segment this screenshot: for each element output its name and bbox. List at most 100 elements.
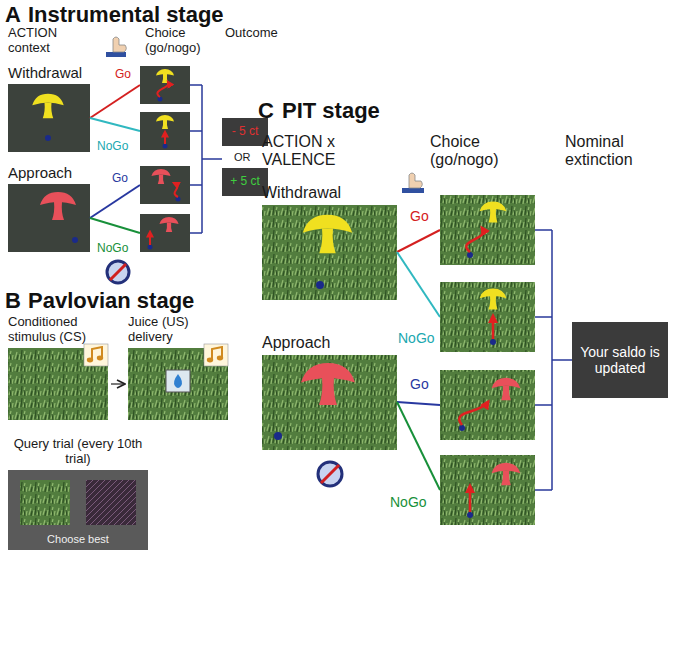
- query-screen: Query trial (every 10th trial)Choose bes…: [8, 470, 148, 550]
- choice-line: [90, 85, 140, 233]
- choice-label: Go: [115, 68, 131, 82]
- choice-label: NoGo: [97, 242, 128, 256]
- choice-label: Go: [112, 172, 128, 186]
- choice-screen-part: [440, 370, 535, 440]
- choice-screen-part: [459, 425, 465, 431]
- context-screen-part: [32, 94, 64, 119]
- choice-screen-part: [159, 217, 178, 232]
- choice-screen: [440, 195, 535, 525]
- context-screen-part: [72, 237, 78, 243]
- pavlovian-screen: [8, 344, 228, 420]
- screen-caption: Choose best: [8, 533, 148, 546]
- pavlovian-screen-part: [204, 344, 228, 366]
- outcome-bracket: [535, 230, 572, 490]
- key-press-icon-part: [409, 173, 422, 188]
- panel-letter: A: [5, 2, 21, 27]
- pavlovian-screen-part: [87, 347, 103, 362]
- choice-screen-part: [467, 252, 473, 258]
- choice-screen-part: [492, 316, 495, 339]
- feedback-box: Your saldo is updated: [572, 322, 668, 398]
- key-press-icon-part: [402, 188, 424, 193]
- context-screen-part: [303, 215, 353, 254]
- context-screen: Withdrawal: [8, 84, 90, 152]
- context-screen-part: [8, 184, 90, 252]
- choice-line-part: [397, 252, 440, 317]
- panel-letter: B: [5, 288, 21, 313]
- choice-screen-part: [440, 195, 535, 265]
- key-press-icon-part: [106, 52, 126, 57]
- choice-screen-part: [459, 402, 488, 425]
- panel-title: Instrumental stage: [28, 2, 224, 27]
- choice-screen-part: [140, 112, 190, 150]
- query-screen-part: [86, 480, 136, 525]
- connector-arrow: [111, 383, 125, 384]
- outcome-bracket: [190, 85, 222, 233]
- screen-heading: Conditioned stimulus (CS): [8, 315, 96, 345]
- key-press-icon-part: [113, 37, 126, 52]
- panel-title: Pavlovian stage: [28, 288, 194, 313]
- pavlovian-screen-part: [128, 348, 228, 420]
- box-text: - 5 ct: [228, 123, 263, 141]
- outcome-bracket-part: [190, 85, 222, 233]
- box-text: + 5 ct: [226, 173, 264, 191]
- nogo-symbol-part: [107, 261, 129, 283]
- pavlovian-screen-part: [84, 344, 108, 366]
- outcome-box: + 5 ct: [222, 168, 268, 196]
- screen-heading: Withdrawal: [262, 184, 402, 202]
- column-header: Nominal extinction: [565, 133, 660, 170]
- choice-label: NoGo: [97, 140, 128, 154]
- choice-label: Go: [410, 208, 429, 224]
- panel-letter: C: [258, 98, 274, 123]
- query-screen-part: [8, 470, 148, 550]
- choice-screen-part: [149, 232, 151, 245]
- pavlovian-screen-part: [166, 370, 190, 392]
- choice-screen-part: [157, 82, 168, 97]
- column-header: ACTION context: [8, 26, 68, 56]
- choice-screen-part: [492, 463, 521, 485]
- context-screen: [262, 205, 397, 450]
- choice-screen-part: [140, 66, 190, 104]
- choice-label: Go: [410, 376, 429, 392]
- context-screen-part: [262, 205, 397, 300]
- choice-screen-part: [163, 144, 168, 149]
- nogo-symbol: [107, 261, 129, 283]
- column-header: Choice (go/nogo): [430, 133, 510, 170]
- column-header: Outcome: [225, 26, 278, 41]
- choice-screen-part: [158, 97, 163, 102]
- choice-screen-part: [490, 339, 496, 345]
- choice-line-part: [90, 85, 140, 118]
- box-text: Your saldo is updated: [572, 342, 668, 378]
- screen-heading: Query trial (every 10th trial): [8, 437, 148, 467]
- choice-line-part: [90, 118, 140, 131]
- choice-screen-part: [480, 202, 507, 223]
- pavlovian-screen-part: [207, 347, 223, 362]
- context-screen: Withdrawal: [262, 205, 397, 300]
- nogo-symbol-part: [110, 264, 126, 280]
- nogo-symbol-part: [318, 462, 342, 486]
- choice-line-part: [397, 402, 440, 490]
- choice-screen-part: [469, 486, 472, 512]
- query-screen-part: [20, 480, 70, 525]
- outcome-bracket-part: [535, 230, 572, 490]
- choice-screen-part: [466, 228, 483, 252]
- choice-screen-part: [467, 512, 473, 518]
- choice-screen-part: [440, 282, 535, 352]
- choice-screen-part: [140, 166, 190, 204]
- screen-heading: Juice (US) delivery: [128, 315, 208, 345]
- pavlovian-screen-part: [8, 348, 108, 420]
- choice-screen-part: [148, 245, 153, 250]
- choice-screen-part: [440, 455, 535, 525]
- context-screen-part: [301, 363, 355, 405]
- nogo-symbol: [318, 462, 342, 486]
- or-label: OR: [234, 151, 251, 164]
- choice-line-part: [90, 218, 140, 233]
- context-screen-part: [316, 281, 324, 289]
- key-press-icon: [106, 37, 126, 57]
- context-screen-part: [274, 432, 282, 440]
- choice-screen-part: [176, 197, 181, 202]
- column-header: ACTION x VALENCE: [262, 133, 352, 170]
- context-screen-part: [40, 192, 76, 220]
- choice-screen-part: [174, 183, 178, 197]
- choice-line-part: [397, 230, 440, 252]
